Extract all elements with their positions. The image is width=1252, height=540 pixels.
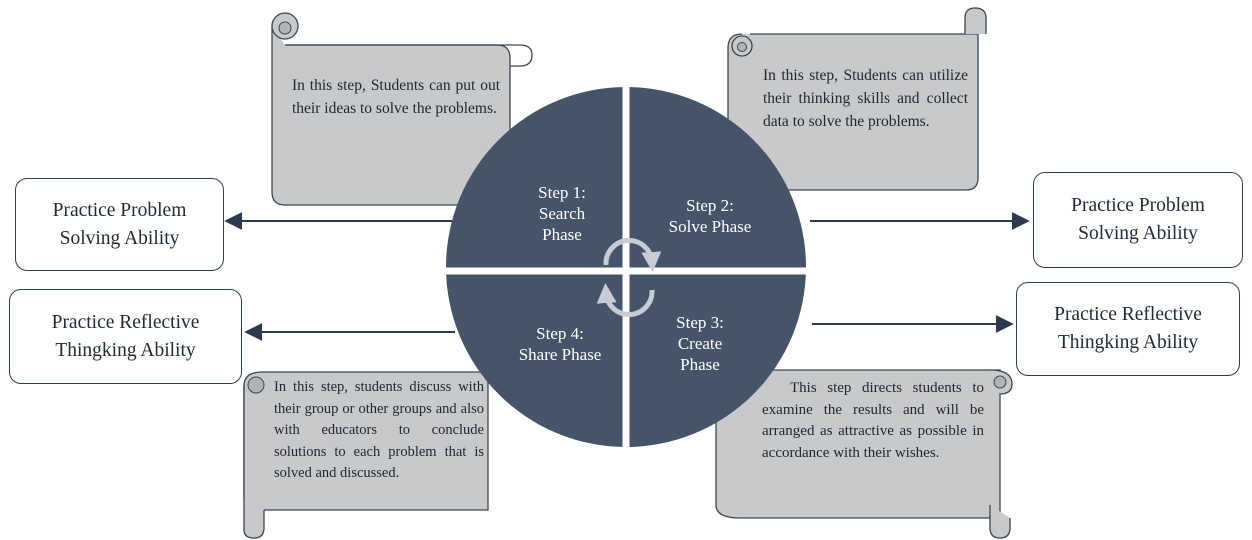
step-1-label: Step 1: Search Phase [538, 183, 586, 244]
quadrant-share [446, 267, 626, 447]
outcome-box-right-bottom: Practice Reflective Thingking Ability [1016, 282, 1240, 376]
cycle-arrows-icon [596, 237, 662, 318]
quadrant-create [626, 267, 806, 447]
scroll-solve [727, 7, 987, 191]
scroll-text-search: In this step, Students can put out their… [292, 77, 500, 117]
scroll-text-share: In this step, students discuss with thei… [274, 379, 484, 481]
quadrant-search [446, 87, 626, 267]
step-3-label: Step 3: Create Phase [676, 313, 724, 374]
outcome-box-right-top: Practice Problem Solving Ability [1033, 172, 1243, 268]
scroll-text-create: This step directs students to examine th… [762, 380, 984, 461]
scroll-create [715, 369, 1013, 539]
outcome-box-left-top: Practice Problem Solving Ability [15, 178, 224, 271]
phase-circle [440, 80, 812, 455]
scroll-share [243, 371, 489, 539]
step-2-label: Step 2: Solve Phase [668, 196, 752, 236]
outcome-box-left-bottom: Practice Reflective Thingking Ability [9, 289, 242, 384]
scroll-text-solve: In this step, Students can utilize their… [763, 67, 968, 130]
quadrant-solve [626, 87, 806, 267]
step-4-label: Step 4: Share Phase [518, 324, 602, 364]
